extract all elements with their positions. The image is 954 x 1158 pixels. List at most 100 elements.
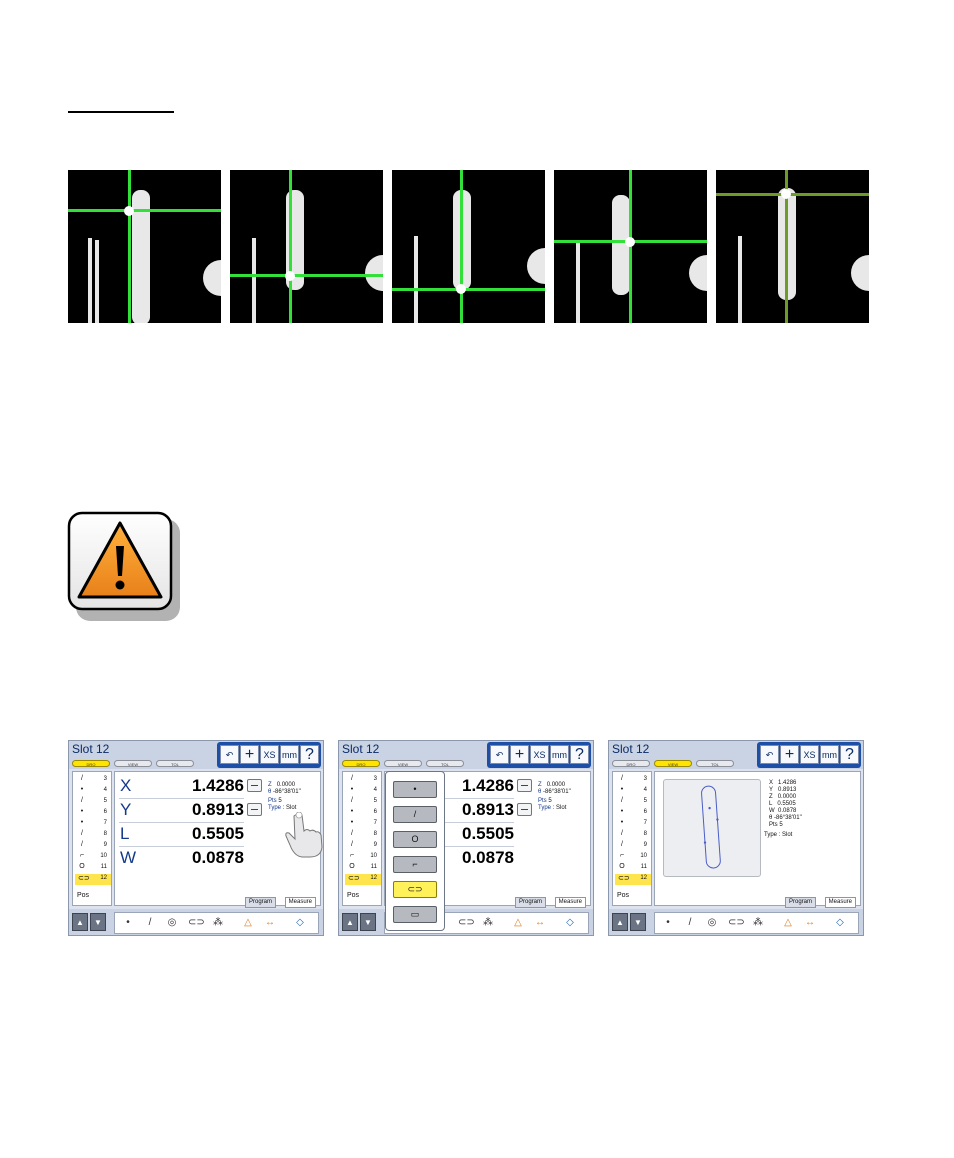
xs-button[interactable]: XS: [530, 745, 549, 764]
xs-button[interactable]: XS: [800, 745, 819, 764]
pos-label[interactable]: Pos: [77, 892, 90, 899]
list-item[interactable]: /9: [75, 841, 111, 852]
popup-slot-button[interactable]: ⊂⊃: [393, 881, 437, 898]
list-item[interactable]: •4: [350, 786, 377, 793]
dimension-icon[interactable]: ↔: [805, 917, 815, 928]
list-item[interactable]: /3: [621, 775, 647, 782]
xs-button[interactable]: XS: [260, 745, 279, 764]
probe-icon[interactable]: ◇: [566, 917, 574, 928]
list-item[interactable]: ⌐10: [79, 852, 107, 859]
list-item[interactable]: /8: [75, 830, 111, 841]
undo-icon[interactable]: ↶: [760, 745, 779, 764]
tab-program[interactable]: Program: [784, 897, 816, 908]
list-item-selected[interactable]: ⊂⊃12: [75, 874, 111, 885]
up-arrow-button[interactable]: ▲: [72, 913, 88, 931]
help-button[interactable]: ?: [570, 745, 589, 764]
list-item[interactable]: •7: [620, 819, 647, 826]
tab-dro[interactable]: DRO: [342, 760, 380, 767]
list-item[interactable]: /8: [621, 830, 647, 837]
line-icon[interactable]: /: [148, 917, 152, 928]
tab-program[interactable]: Program: [514, 897, 546, 908]
help-button[interactable]: ?: [840, 745, 859, 764]
up-arrow-button[interactable]: ▲: [612, 913, 628, 931]
list-item[interactable]: /9: [351, 841, 377, 848]
dimension-icon[interactable]: ↔: [535, 917, 545, 928]
list-item-selected[interactable]: ⊂⊃12: [345, 874, 381, 885]
probe-icon[interactable]: ◇: [296, 917, 304, 928]
pos-label[interactable]: Pos: [617, 892, 630, 899]
list-item[interactable]: •6: [620, 808, 647, 815]
list-item[interactable]: /5: [351, 797, 377, 804]
zero-button[interactable]: [517, 803, 532, 816]
mm-button[interactable]: mm: [550, 745, 569, 764]
down-arrow-button[interactable]: ▼: [360, 913, 376, 931]
pos-label[interactable]: Pos: [347, 892, 360, 899]
dimension-icon[interactable]: ↔: [265, 917, 275, 928]
probe-icon[interactable]: ◇: [836, 917, 844, 928]
circle-icon[interactable]: ◎: [707, 917, 717, 928]
list-item[interactable]: •6: [350, 808, 377, 815]
popup-point-button[interactable]: •: [393, 781, 437, 798]
wand-icon[interactable]: ⁂: [213, 917, 223, 928]
list-item[interactable]: /9: [621, 841, 647, 848]
help-button[interactable]: ?: [300, 745, 319, 764]
tab-view[interactable]: VIEW: [384, 760, 422, 767]
tab-tol[interactable]: TOL: [426, 760, 464, 767]
line-icon[interactable]: /: [688, 917, 692, 928]
zero-button[interactable]: [247, 779, 262, 792]
tab-measure[interactable]: Measure: [824, 897, 856, 908]
crosshair-icon[interactable]: +: [240, 745, 259, 764]
list-item-selected[interactable]: ⊂⊃12: [615, 874, 651, 885]
popup-rectangle-button[interactable]: ▭: [393, 906, 437, 923]
list-item[interactable]: /5: [621, 797, 647, 804]
triangle-icon[interactable]: △: [514, 917, 522, 928]
mm-button[interactable]: mm: [280, 745, 299, 764]
triangle-icon[interactable]: △: [784, 917, 792, 928]
list-item[interactable]: /3: [75, 775, 111, 786]
wand-icon[interactable]: ⁂: [483, 917, 493, 928]
list-item[interactable]: •4: [75, 786, 111, 797]
down-arrow-button[interactable]: ▼: [90, 913, 106, 931]
list-item[interactable]: •4: [620, 786, 647, 793]
tab-measure[interactable]: Measure: [554, 897, 586, 908]
list-item[interactable]: ⌐10: [619, 852, 647, 859]
circle-icon[interactable]: ◎: [167, 917, 177, 928]
tab-tol[interactable]: TOL: [156, 760, 194, 767]
tab-dro[interactable]: DRO: [612, 760, 650, 767]
down-arrow-button[interactable]: ▼: [630, 913, 646, 931]
tab-view[interactable]: VIEW: [114, 760, 152, 767]
list-item[interactable]: •7: [75, 819, 111, 830]
tab-measure[interactable]: Measure: [284, 897, 316, 908]
zero-button[interactable]: [247, 803, 262, 816]
crosshair-icon[interactable]: +: [510, 745, 529, 764]
list-item[interactable]: •7: [350, 819, 377, 826]
zero-button[interactable]: [517, 779, 532, 792]
undo-icon[interactable]: ↶: [220, 745, 239, 764]
list-item[interactable]: /3: [351, 775, 377, 782]
tab-program[interactable]: Program: [244, 897, 276, 908]
list-item[interactable]: •6: [75, 808, 111, 819]
list-item[interactable]: /8: [351, 830, 377, 837]
mm-button[interactable]: mm: [820, 745, 839, 764]
tab-dro[interactable]: DRO: [72, 760, 110, 767]
list-item[interactable]: /5: [75, 797, 111, 808]
slot-icon[interactable]: ⊂⊃: [458, 917, 475, 928]
triangle-icon[interactable]: △: [244, 917, 252, 928]
slot-icon[interactable]: ⊂⊃: [188, 917, 205, 928]
popup-circle-button[interactable]: O: [393, 831, 437, 848]
point-icon[interactable]: •: [126, 917, 130, 928]
up-arrow-button[interactable]: ▲: [342, 913, 358, 931]
popup-arc-button[interactable]: ⌐: [393, 856, 437, 873]
wand-icon[interactable]: ⁂: [753, 917, 763, 928]
popup-line-button[interactable]: /: [393, 806, 437, 823]
tab-tol[interactable]: TOL: [696, 760, 734, 767]
undo-icon[interactable]: ↶: [490, 745, 509, 764]
point-icon[interactable]: •: [666, 917, 670, 928]
list-item[interactable]: ⌐10: [349, 852, 377, 859]
slot-icon[interactable]: ⊂⊃: [728, 917, 745, 928]
tab-view[interactable]: VIEW: [654, 760, 692, 767]
crosshair-icon[interactable]: +: [780, 745, 799, 764]
